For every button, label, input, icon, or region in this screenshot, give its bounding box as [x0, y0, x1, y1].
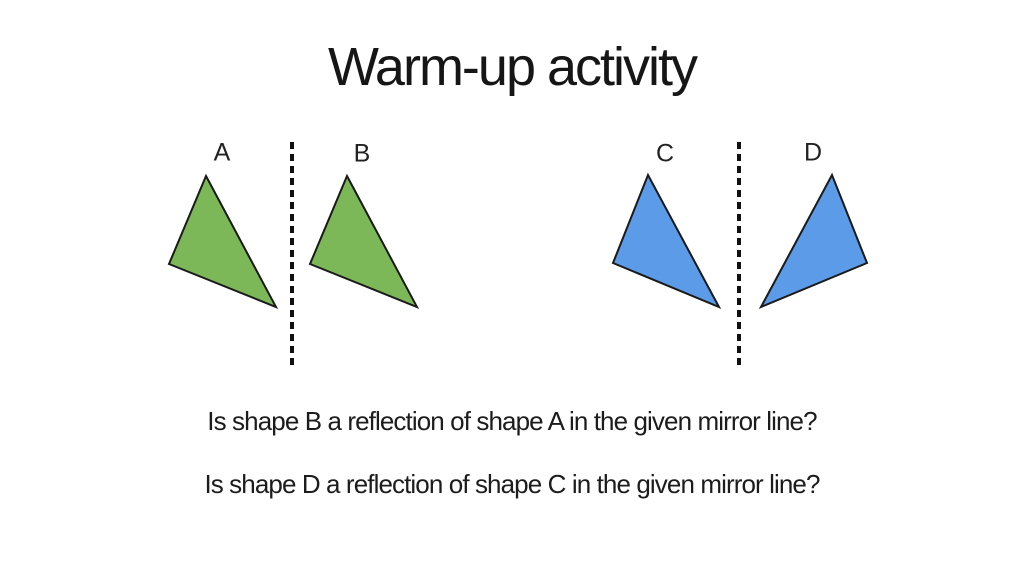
shape-label-c: C [655, 139, 675, 168]
triangle-a [167, 173, 279, 309]
shape-label-a: A [213, 138, 231, 167]
triangle-c [611, 172, 722, 310]
slide-title: Warm-up activity [327, 37, 698, 97]
shape-label-d: D [803, 138, 823, 167]
question-reflection-c-d: Is shape D a reflection of shape C in th… [204, 469, 820, 499]
triangle-b [308, 173, 420, 309]
triangle-d [758, 172, 869, 310]
shape-label-b: B [353, 139, 371, 168]
question-reflection-a-b: Is shape B a reflection of shape A in th… [207, 406, 817, 436]
